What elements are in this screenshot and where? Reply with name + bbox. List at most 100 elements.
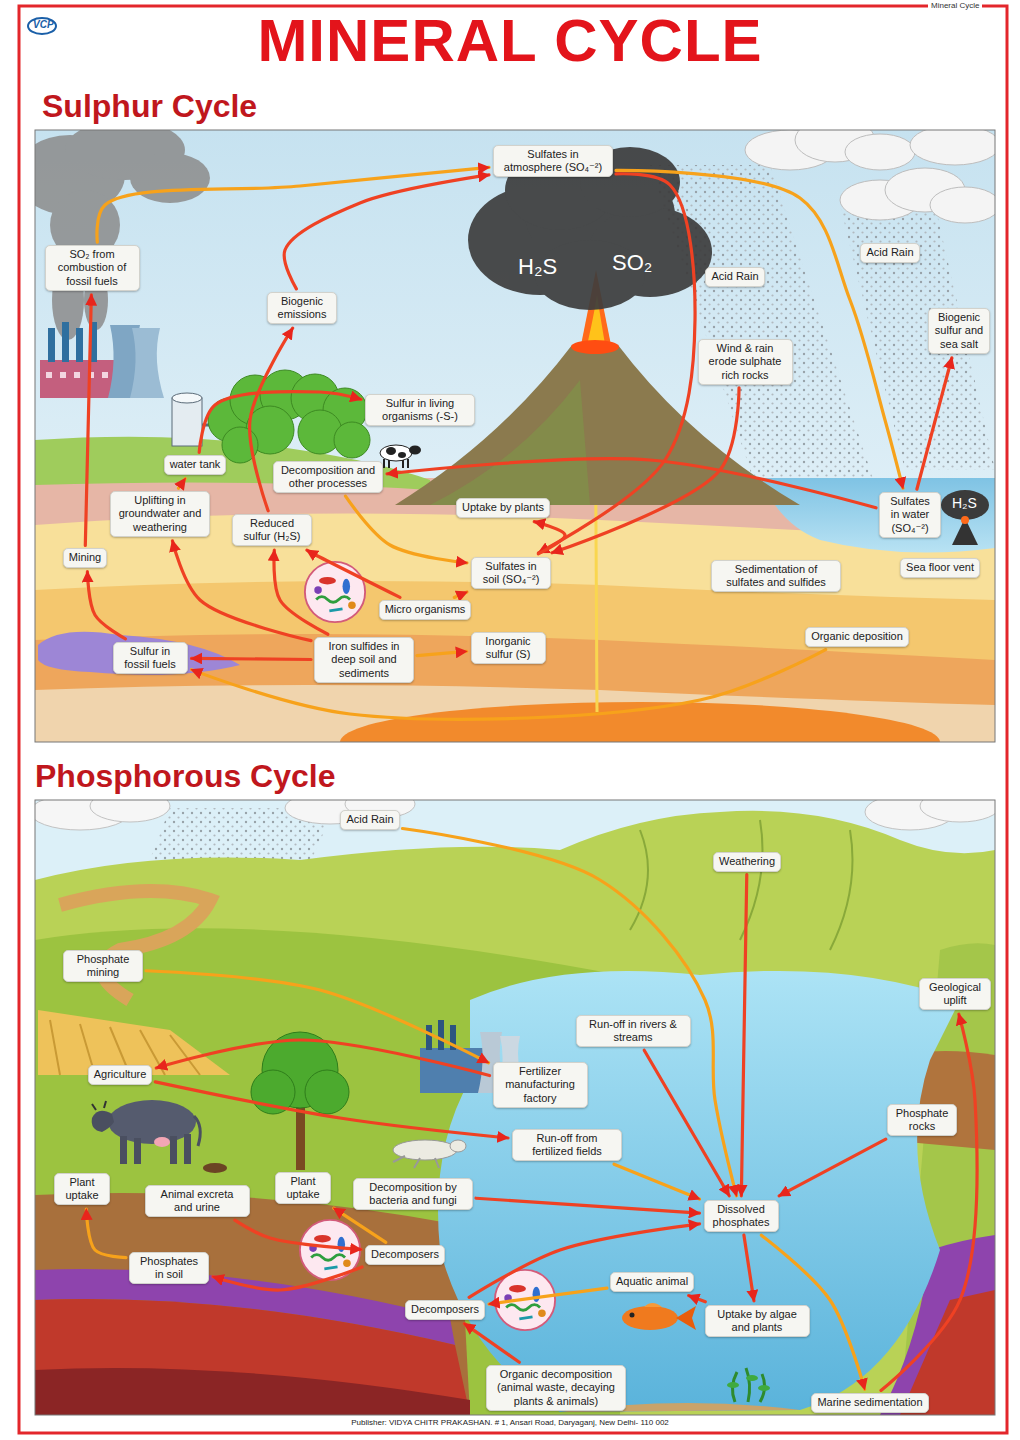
sulphur-scene	[130, 153, 210, 203]
sulphur-scene	[62, 322, 69, 362]
label-text: Plant uptake	[60, 1176, 104, 1202]
label-box: Decomposers	[405, 1300, 485, 1319]
cycle-arrow	[539, 174, 696, 553]
sulphur-scene	[384, 459, 408, 468]
phosphorus-scene	[305, 1070, 349, 1114]
sulphur-scene	[35, 130, 210, 340]
label-text: Animal excreta and urine	[151, 1188, 244, 1214]
label-box: Uptake by algae and plants	[705, 1305, 810, 1337]
sulphur-scene	[409, 446, 421, 455]
cycle-arrow	[172, 541, 311, 641]
sulphur-scene	[941, 490, 989, 520]
label-text: Sedimentation of sulfates and sulfides	[717, 563, 835, 589]
phosphorus-scene	[35, 800, 995, 1415]
phosphorus-scene	[35, 1368, 470, 1415]
phosphorus-scene	[92, 1100, 201, 1164]
label-text: Acid Rain	[866, 246, 913, 259]
sulphur-scene	[571, 340, 619, 354]
sulphur-scene	[398, 452, 406, 458]
phosphorus-scene	[450, 1140, 466, 1152]
label-text: Acid Rain	[346, 813, 393, 826]
label-box: Micro organisms	[379, 600, 472, 619]
phosphorus-scene	[420, 1048, 490, 1093]
cycle-arrow	[334, 1208, 386, 1242]
phosphorus-scene	[35, 811, 995, 1415]
label-text: Aquatic animal	[616, 1275, 688, 1288]
label-text: Sulfur in fossil fuels	[119, 645, 182, 671]
cycle-arrow	[86, 1209, 126, 1257]
sulphur-scene	[60, 372, 66, 378]
label-text: SO₂ from combustion of fossil fuels	[51, 248, 134, 288]
label-box: water tank	[164, 455, 227, 474]
sulphur-scene	[35, 130, 995, 742]
label-box: Aquatic animal	[610, 1272, 694, 1291]
label-box: Phosphate rocks	[887, 1104, 957, 1136]
sulphur-scene	[48, 328, 55, 362]
cycle-arrow	[284, 175, 489, 289]
sulphur-scene	[334, 422, 370, 458]
phosphorus-scene	[194, 1116, 200, 1146]
label-box: Run-off in rivers & streams	[576, 1015, 691, 1047]
phosphorus-scene	[438, 971, 960, 1412]
label-text: Sulfates in water (SO₄⁻²)	[885, 495, 935, 535]
cycle-arrow	[614, 1164, 699, 1199]
label-text: Inorganic sulfur (S)	[477, 635, 540, 661]
sulphur-scene	[172, 393, 202, 403]
cycle-arrow	[464, 1324, 519, 1363]
phosphorus-scene	[758, 1385, 770, 1391]
label-box: Iron sulfides in deep soil and sediments	[314, 637, 414, 683]
phosphorus-scene	[134, 1138, 141, 1164]
section-heading: Sulphur Cycle	[42, 88, 257, 125]
logo-mark	[28, 18, 56, 34]
cycle-arrow	[454, 592, 467, 597]
cycle-arrow	[146, 971, 489, 1063]
label-text: Sulfates in soil (SO₄⁻²)	[477, 560, 545, 586]
label-text: Agriculture	[94, 1068, 147, 1081]
label-box: Phosphate mining	[63, 950, 143, 982]
phosphorus-scene	[426, 1025, 432, 1050]
label-box: Decomposition by bacteria and fungi	[353, 1178, 473, 1210]
sulphur-scene	[35, 130, 995, 742]
panel-border	[35, 130, 995, 742]
sulphur-scene	[74, 372, 80, 378]
phosphorus-scene	[644, 1303, 662, 1307]
label-text: Phosphate rocks	[893, 1107, 951, 1133]
sulphur-scene	[910, 130, 995, 165]
label-text: Iron sulfides in deep soil and sediments	[320, 640, 408, 680]
cycle-arrow	[881, 1014, 977, 1390]
label-box: Decomposers	[365, 1245, 445, 1264]
label-box: Organic deposition	[805, 627, 909, 646]
label-text: Dissolved phosphates	[710, 1203, 773, 1229]
phosphorus-scene	[154, 1137, 170, 1147]
cycle-arrow	[744, 1235, 754, 1301]
cycle-arrow	[469, 1224, 699, 1298]
cycle-arrow	[689, 1296, 706, 1302]
sulphur-scene	[172, 398, 202, 446]
phosphorus-scene	[203, 1163, 227, 1173]
cycle-arrow	[917, 358, 952, 489]
phosphorus-scene	[120, 1136, 127, 1164]
sulphur-scene	[46, 372, 108, 378]
cycle-arrow	[192, 658, 312, 659]
label-text: Organic deposition	[811, 630, 903, 643]
label-box: Sulfates in water (SO₄⁻²)	[879, 492, 941, 538]
label-text: Plant uptake	[281, 1175, 325, 1201]
label-text: Mining	[69, 551, 101, 564]
cycle-arrow	[85, 295, 91, 546]
label-box: Sulfur in living organisms (-S-)	[365, 394, 475, 426]
phosphorus-scene	[727, 1375, 770, 1391]
label-text: Biogenic emissions	[273, 295, 331, 321]
label-text: Sulfur in living organisms (-S-)	[371, 397, 469, 423]
phosphorus-scene	[438, 1020, 444, 1050]
label-text: Reduced sulfur (H₂S)	[238, 517, 306, 543]
annotation-label: Mineral Cycle	[928, 1, 982, 10]
phosphorus-scene	[622, 1306, 678, 1330]
sulphur-scene	[305, 562, 365, 622]
phosphorus-scene	[35, 800, 995, 1415]
cycle-arrow	[403, 828, 737, 1195]
label-box: Mining	[63, 548, 107, 567]
annotation-label: H₂S	[952, 495, 977, 511]
label-box: Inorganic sulfur (S)	[471, 632, 546, 664]
label-box: Sulfates in atmosphere (SO₄⁻²)	[493, 145, 613, 177]
